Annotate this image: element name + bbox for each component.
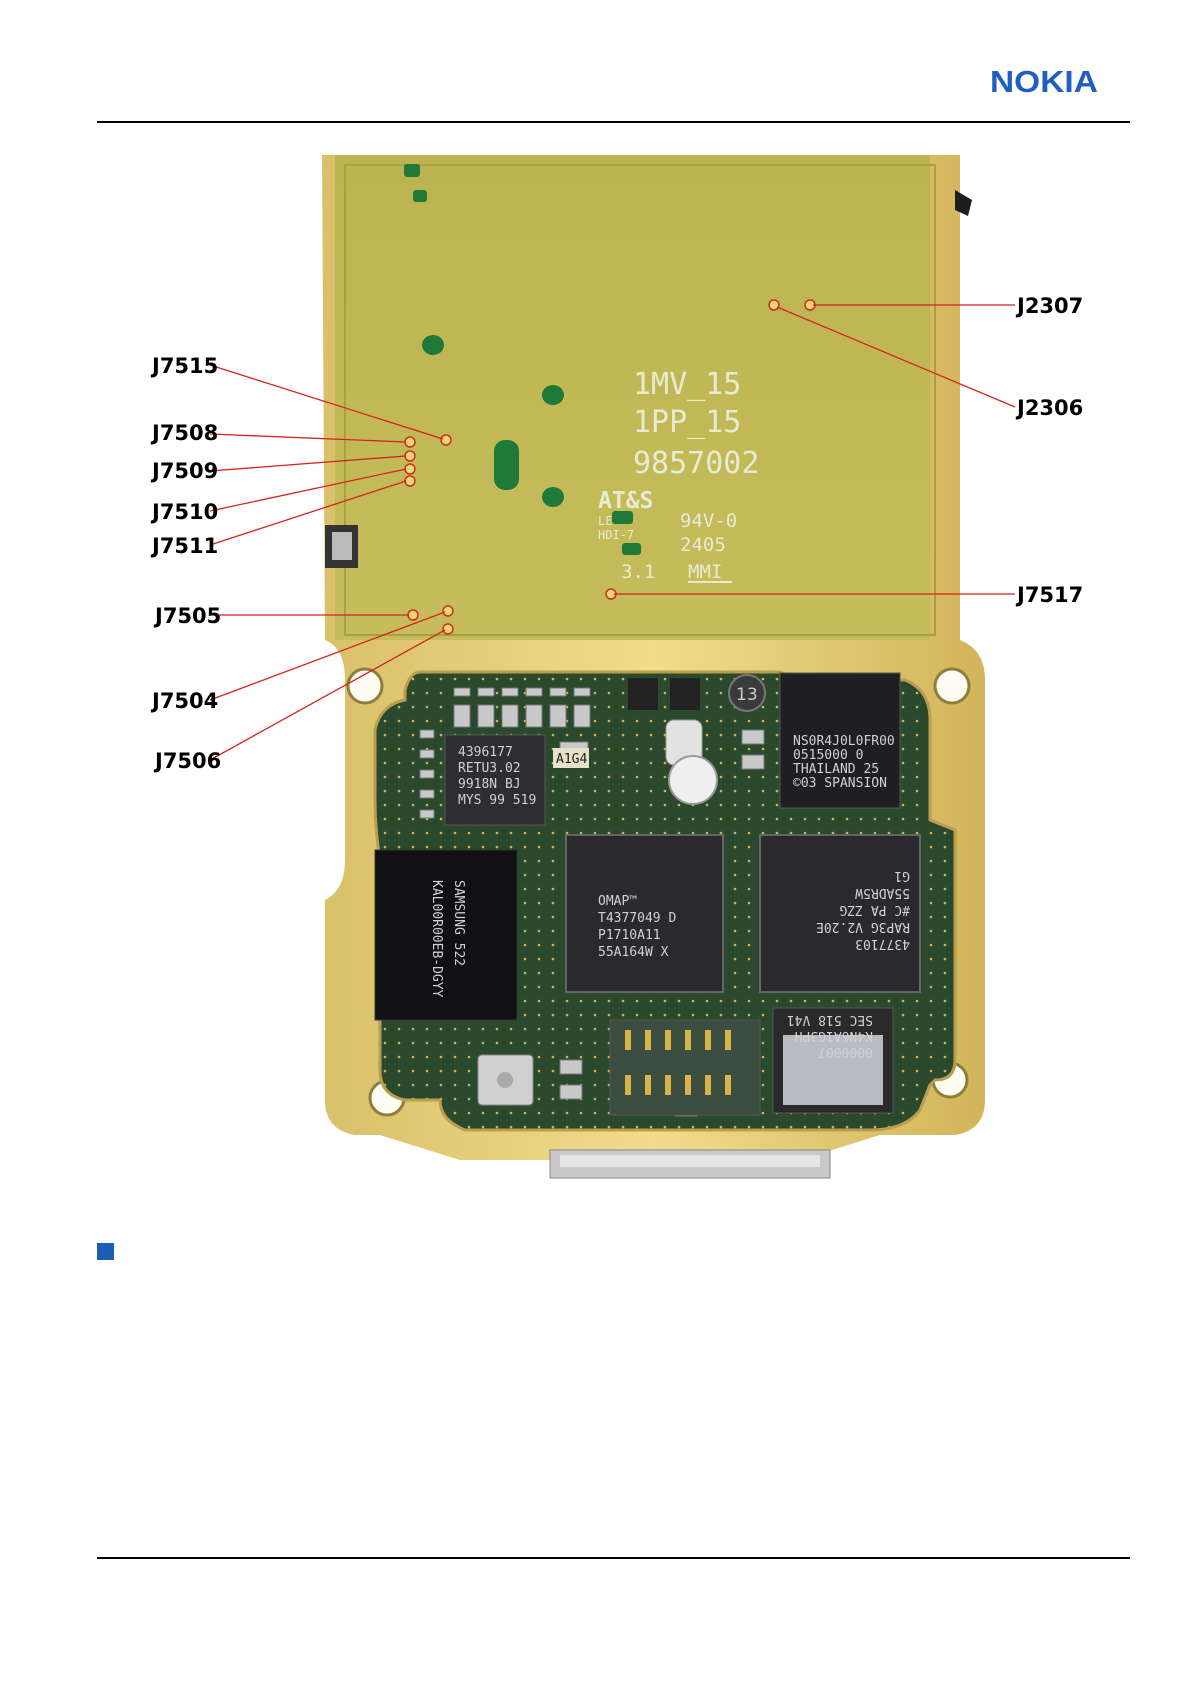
callout-J2307: J2307 (1015, 294, 1083, 318)
chip-marking: P1710A11 (598, 928, 661, 943)
silk-hdi: HDI-7 (598, 528, 634, 542)
nokia-logo: NOKIA (990, 64, 1098, 99)
chip-marking: 9918N BJ (458, 777, 521, 792)
chip-marking: #C PA ZZG (839, 902, 910, 917)
chip-rap3g (759, 834, 921, 993)
callout-labels: J2307 J2306 J7515 J7508 J7509 J7510 J751… (150, 294, 1083, 773)
silk-ats: AT&S (598, 488, 653, 514)
chip-marking: MYS 99 519 (458, 793, 536, 808)
footer-rule (97, 1557, 1130, 1559)
callout-J7505: J7505 (153, 604, 221, 628)
chip-spansion (779, 672, 901, 809)
chip-marking: RAP3G V2.20E (816, 919, 910, 934)
silk-le: LE (598, 514, 612, 528)
callout-J7506: J7506 (153, 749, 221, 773)
chip-marking: A1G4 (556, 752, 587, 767)
callout-J7510: J7510 (150, 500, 218, 524)
chip-omap (565, 834, 724, 993)
callout-J7511: J7511 (150, 534, 218, 558)
chip-marking: 0000007 (818, 1044, 873, 1059)
chip-marking: 13 (736, 685, 758, 705)
callout-J7504: J7504 (150, 689, 218, 713)
chip-marking: THAILAND 25 (793, 762, 879, 777)
chip-marking: ©03 SPANSION (793, 776, 887, 791)
chip-flash (374, 849, 518, 1021)
chip-marking: 55A164W X (598, 945, 669, 960)
silk-1pp: 1PP_15 (633, 405, 741, 440)
section-bullet (97, 1243, 114, 1260)
callout-J7509: J7509 (150, 459, 218, 483)
test-points (404, 299, 816, 635)
leader-lines (209, 304, 1016, 761)
silk-part-number: 9857002 (633, 446, 759, 481)
silk-2405: 2405 (680, 534, 726, 556)
chip-marking: 4377103 (855, 936, 910, 951)
chip-marking: OMAP™ (598, 894, 637, 909)
chip-marking: G1 (894, 868, 910, 883)
silk-mmi: MMI (688, 561, 722, 583)
callout-J7515: J7515 (150, 354, 218, 378)
chip-marking: K4N6A1G3PH (795, 1028, 873, 1043)
callout-J2306: J2306 (1015, 396, 1083, 420)
header-rule (97, 121, 1130, 123)
chip-marking: KAL00R00EB-DGYY (429, 880, 444, 998)
callout-J7517: J7517 (1015, 583, 1083, 607)
silk-1mv: 1MV_15 (633, 367, 741, 402)
chip-marking: 0515000 0 (793, 748, 863, 763)
chip-retu (444, 734, 546, 826)
chip-marking: 55ADR5W (855, 885, 910, 900)
chip-marking: 4396177 (458, 745, 513, 760)
chip-marking: RETU3.02 (458, 761, 521, 776)
silk-31: 3.1 (621, 561, 655, 583)
pcb-upper-area (335, 155, 930, 640)
chip-marking: NS0R4J0L0FR00 (793, 734, 895, 749)
chip-marking: SAMSUNG 522 (451, 880, 466, 966)
silk-94v0: 94V-0 (680, 510, 737, 532)
chip-marking: T4377049 D (598, 911, 676, 926)
callout-J7508: J7508 (150, 421, 218, 445)
chip-marking: SEC 518 V41 (787, 1012, 873, 1027)
